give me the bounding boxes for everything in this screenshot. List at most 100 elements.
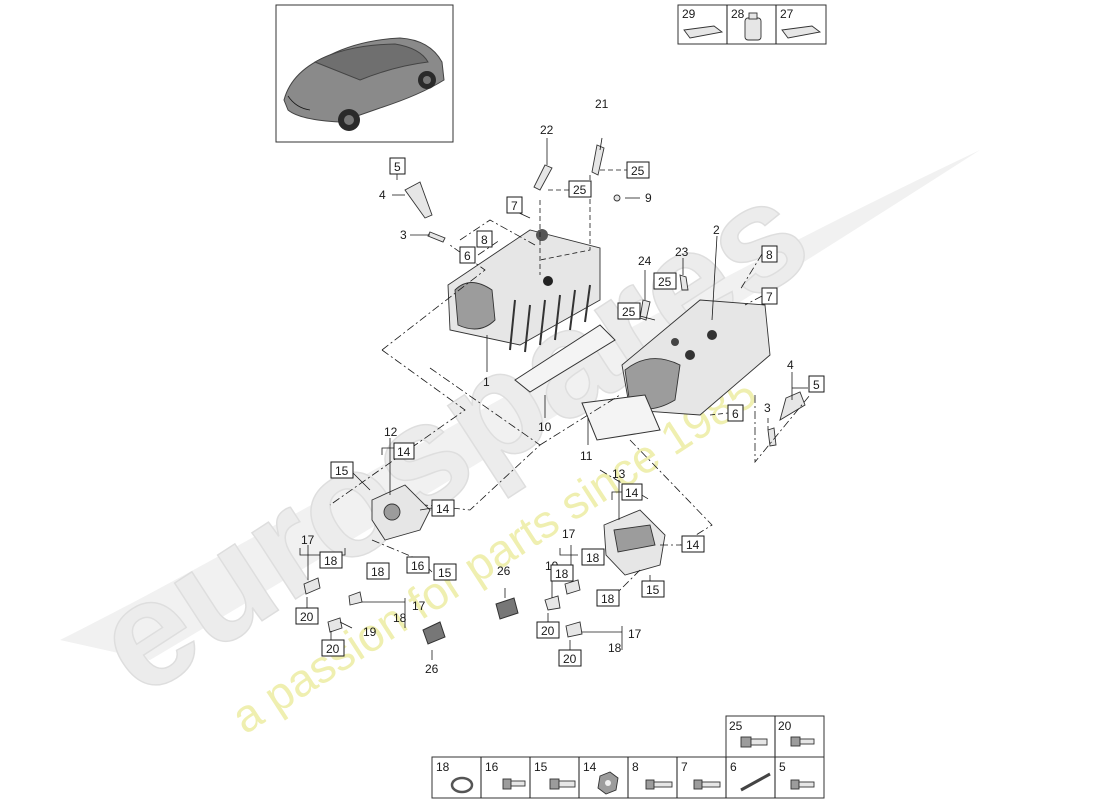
- boxed-callout-25-b: 25: [568, 180, 592, 198]
- callout-3-right: 3: [764, 401, 771, 415]
- svg-text:14: 14: [397, 445, 411, 459]
- callout-12: 12: [384, 425, 398, 439]
- cover-plate-26-upper: [495, 597, 519, 620]
- stud-6-icon: [740, 772, 771, 792]
- boxed-callout-25-c: 25: [653, 272, 677, 290]
- boxed-callouts: 5 5 6 6 7 7 8 8 14 14 14 14 15 15 15 16 …: [295, 157, 825, 667]
- boxed-callout-14-c: 14: [621, 483, 643, 501]
- camshaft-housing-right: [603, 509, 666, 576]
- callout-13: 13: [612, 467, 626, 481]
- fastener-5-label: 5: [779, 760, 786, 774]
- boxed-callout-5-right: 5: [808, 375, 825, 393]
- fastener-25-label: 25: [729, 719, 743, 733]
- injector-left: [404, 181, 433, 219]
- boxed-callout-25-d: 25: [617, 302, 641, 320]
- grease-tube-icon: [781, 25, 822, 39]
- callout-22: 22: [540, 123, 554, 137]
- boxed-callout-15-a: 15: [330, 461, 354, 479]
- watermark-swoosh: [60, 150, 980, 660]
- svg-text:18: 18: [324, 554, 338, 568]
- svg-text:8: 8: [766, 248, 773, 262]
- svg-text:14: 14: [625, 486, 639, 500]
- svg-text:7: 7: [511, 199, 518, 213]
- svg-text:20: 20: [300, 610, 314, 624]
- callout-11: 11: [580, 449, 593, 463]
- boxed-callout-20-b: 20: [321, 639, 345, 657]
- camshaft-housing-left: [371, 484, 431, 541]
- gasket-left: [514, 324, 616, 393]
- svg-text:25: 25: [631, 164, 645, 178]
- svg-text:6: 6: [732, 407, 739, 421]
- fastener-7-label: 7: [681, 760, 688, 774]
- svg-text:18: 18: [601, 592, 615, 606]
- svg-text:25: 25: [573, 183, 587, 197]
- part-23-shape: [679, 274, 689, 291]
- seal-ring-18-icon: [450, 776, 474, 794]
- bracket-left-upper: [303, 577, 321, 595]
- fastener-20-label: 20: [778, 719, 792, 733]
- consumable-27-label: 27: [780, 7, 794, 21]
- svg-text:16: 16: [411, 559, 425, 573]
- bracket-right-upper: [564, 579, 581, 595]
- boxed-callout-15-c: 15: [641, 580, 665, 598]
- svg-text:25: 25: [622, 305, 636, 319]
- svg-text:18: 18: [586, 551, 600, 565]
- boxed-callout-16: 16: [406, 556, 430, 574]
- svg-text:14: 14: [436, 502, 450, 516]
- watermark: eurospares a passion for parts since 198…: [60, 145, 980, 743]
- left-cylinder-head: [447, 229, 601, 353]
- boxed-callout-8-right: 8: [761, 245, 778, 263]
- gasket-right: [581, 394, 661, 441]
- boxed-callout-7-left: 7: [506, 196, 523, 214]
- boxed-callout-18-a: 18: [319, 551, 343, 569]
- bolt-5-icon: [790, 779, 815, 790]
- svg-text:6: 6: [464, 249, 471, 263]
- part-22-shape: [533, 164, 553, 191]
- consumable-29-label: 29: [682, 7, 696, 21]
- spark-plug-left: [427, 231, 446, 243]
- bolt-15-icon: [549, 778, 576, 790]
- cover-plate-26-lower: [422, 621, 446, 645]
- bolt-25-icon: [740, 736, 768, 748]
- bolt-7-icon: [693, 779, 721, 790]
- boxed-callout-5-left: 5: [389, 157, 406, 175]
- svg-text:20: 20: [541, 624, 555, 638]
- callout-17-right-lower: 17: [628, 627, 642, 641]
- boxed-callout-8-left: 8: [476, 230, 493, 248]
- bolt-8-icon: [645, 779, 673, 790]
- callout-19-left: 19: [363, 625, 377, 639]
- callout-24: 24: [638, 254, 652, 268]
- part-24-shape: [639, 299, 651, 321]
- callout-18-right: 18: [608, 641, 622, 655]
- fastener-14-label: 14: [583, 760, 597, 774]
- svg-text:7: 7: [766, 290, 773, 304]
- svg-text:15: 15: [335, 464, 349, 478]
- callout-26-upper: 26: [497, 564, 511, 578]
- boxed-callout-15-b: 15: [433, 563, 457, 581]
- boxed-callout-18-d: 18: [550, 564, 574, 582]
- boxed-callout-7-right: 7: [761, 287, 778, 305]
- bracket-left-lower: [327, 617, 343, 633]
- callout-26-lower: 26: [425, 662, 439, 676]
- oil-bottle-icon: [744, 12, 762, 41]
- svg-text:15: 15: [438, 566, 452, 580]
- boxed-callout-20-a: 20: [295, 607, 319, 625]
- svg-text:5: 5: [394, 160, 401, 174]
- vehicle-thumbnail: [275, 4, 454, 143]
- boxed-callout-25-a: 25: [626, 161, 650, 179]
- part-21-shape: [591, 144, 605, 176]
- fastener-15-label: 15: [534, 760, 548, 774]
- callout-23: 23: [675, 245, 689, 259]
- callout-labels: 1 2 3 3 4 4 9 10 11 12 13 17 17 17 17 18…: [301, 97, 794, 676]
- callout-10: 10: [538, 420, 552, 434]
- consumables-table: 29 28 27: [677, 4, 827, 45]
- injector-right: [779, 391, 806, 421]
- boxed-callout-18-b: 18: [366, 562, 390, 580]
- bracket-right-middle: [544, 595, 561, 611]
- fastener-8-label: 8: [632, 760, 639, 774]
- callout-2: 2: [713, 223, 720, 237]
- callout-9: 9: [645, 191, 652, 205]
- car-icon: [283, 37, 445, 131]
- boxed-callout-18-c: 18: [581, 548, 605, 566]
